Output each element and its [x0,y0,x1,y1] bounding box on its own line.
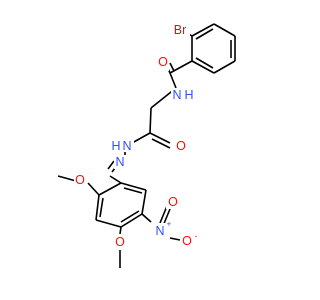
bond [131,132,151,144]
bond [169,237,181,241]
bond [159,205,168,224]
bond [213,60,236,74]
bond [107,160,115,170]
bond [191,60,215,74]
bond [87,182,100,196]
bond [120,213,143,228]
bond [141,213,152,223]
bond [119,226,122,235]
hydrazide-oxygen-atom: O [176,139,186,153]
nitro-oxygen-top-atom: O [168,195,178,209]
bond [120,210,140,223]
bond [191,23,215,37]
atom-label-layer: Br O N H O H N N O O N + O O - [74,22,198,249]
bond [98,182,122,196]
bond [120,182,147,191]
bromine-atom: Br [174,23,187,37]
bond [151,138,171,149]
bond [195,57,214,69]
bond [141,189,147,215]
bond [123,187,143,194]
amide-hydrogen-atom: H [184,88,193,102]
bond [109,175,122,184]
nitro-nitrogen-atom: N [155,224,164,238]
amide-nitrogen-atom: N [172,88,181,102]
amide-oxygen-atom: O [158,55,168,69]
bond [169,62,175,72]
hydrazide-nitrogen-atom: N [122,139,131,153]
bond [213,23,236,37]
bond [95,194,100,221]
bond [195,28,214,40]
bond [99,197,104,218]
methoxy-bottom-oxygen-atom: O [115,235,125,249]
nitro-oxygen-right-atom: O [182,234,192,248]
bond [149,107,152,134]
chemical-structure-diagram: Br O N H O H N N O O N + O O - [57,22,236,268]
hydrazide-hydrogen-atom: H [111,139,120,153]
bond-layer [57,23,236,268]
bond [95,219,122,228]
imine-nitrogen-atom: N [115,155,124,169]
methoxy-top-oxygen-atom: O [75,173,85,187]
nitro-plus-charge: + [167,220,172,229]
bond [57,175,77,182]
bond [149,132,171,144]
nitro-minus-charge: - [195,232,198,241]
bond [169,72,177,89]
